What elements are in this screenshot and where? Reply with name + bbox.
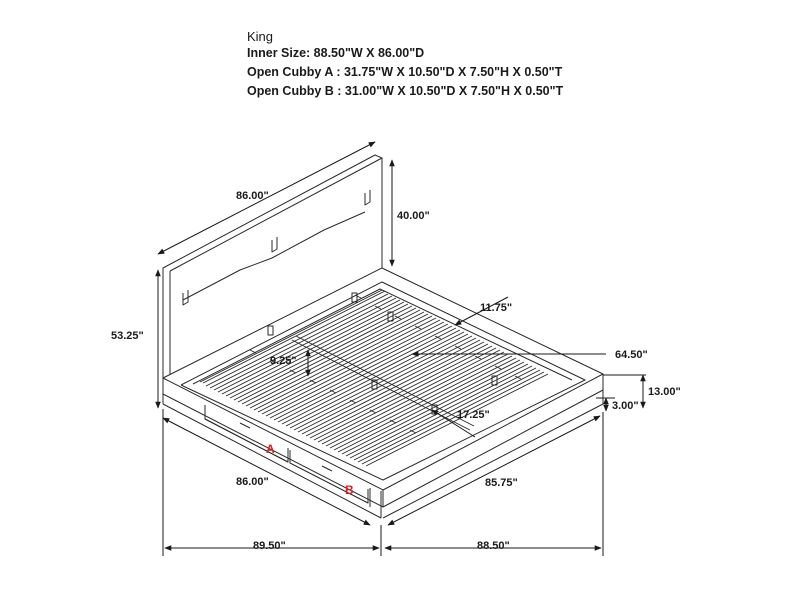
spec-header: King Inner Size: 88.50"W X 86.00"D Open … bbox=[247, 30, 607, 101]
bed-frame bbox=[162, 154, 604, 519]
slat-height-label: 9.25" bbox=[270, 355, 297, 367]
support-legs bbox=[267, 292, 498, 415]
front-length-label: 86.00" bbox=[236, 476, 269, 488]
slat-span-label: 64.50" bbox=[615, 349, 648, 361]
platform-height-label: 3.00" bbox=[612, 400, 639, 412]
slats bbox=[199, 289, 549, 467]
rail-depth-label: 11.75" bbox=[480, 302, 512, 314]
overall-width-label: 88.50" bbox=[477, 540, 510, 552]
cubby-b-spec: Open Cubby B : 31.00"W X 10.50"D X 7.50"… bbox=[247, 84, 564, 98]
dimension-lines bbox=[155, 141, 646, 556]
center-support-label: 17.25" bbox=[457, 409, 490, 421]
inner-size-spec: Inner Size: 88.50"W X 86.00"D bbox=[247, 46, 425, 60]
headboard-height-label: 40.00" bbox=[397, 210, 430, 222]
headboard-width-label: 86.00" bbox=[236, 190, 269, 202]
side-height-label: 13.00" bbox=[648, 386, 681, 398]
cubby-b-label: B bbox=[345, 483, 354, 497]
overall-length-label: 89.50" bbox=[253, 540, 286, 552]
size-title: King bbox=[247, 29, 274, 44]
overall-height-label: 53.25" bbox=[111, 330, 144, 342]
cubby-a-label: A bbox=[266, 442, 275, 456]
side-length-label: 85.75" bbox=[485, 477, 518, 489]
cubby-a-spec: Open Cubby A : 31.75"W X 10.50"D X 7.50"… bbox=[247, 65, 563, 79]
